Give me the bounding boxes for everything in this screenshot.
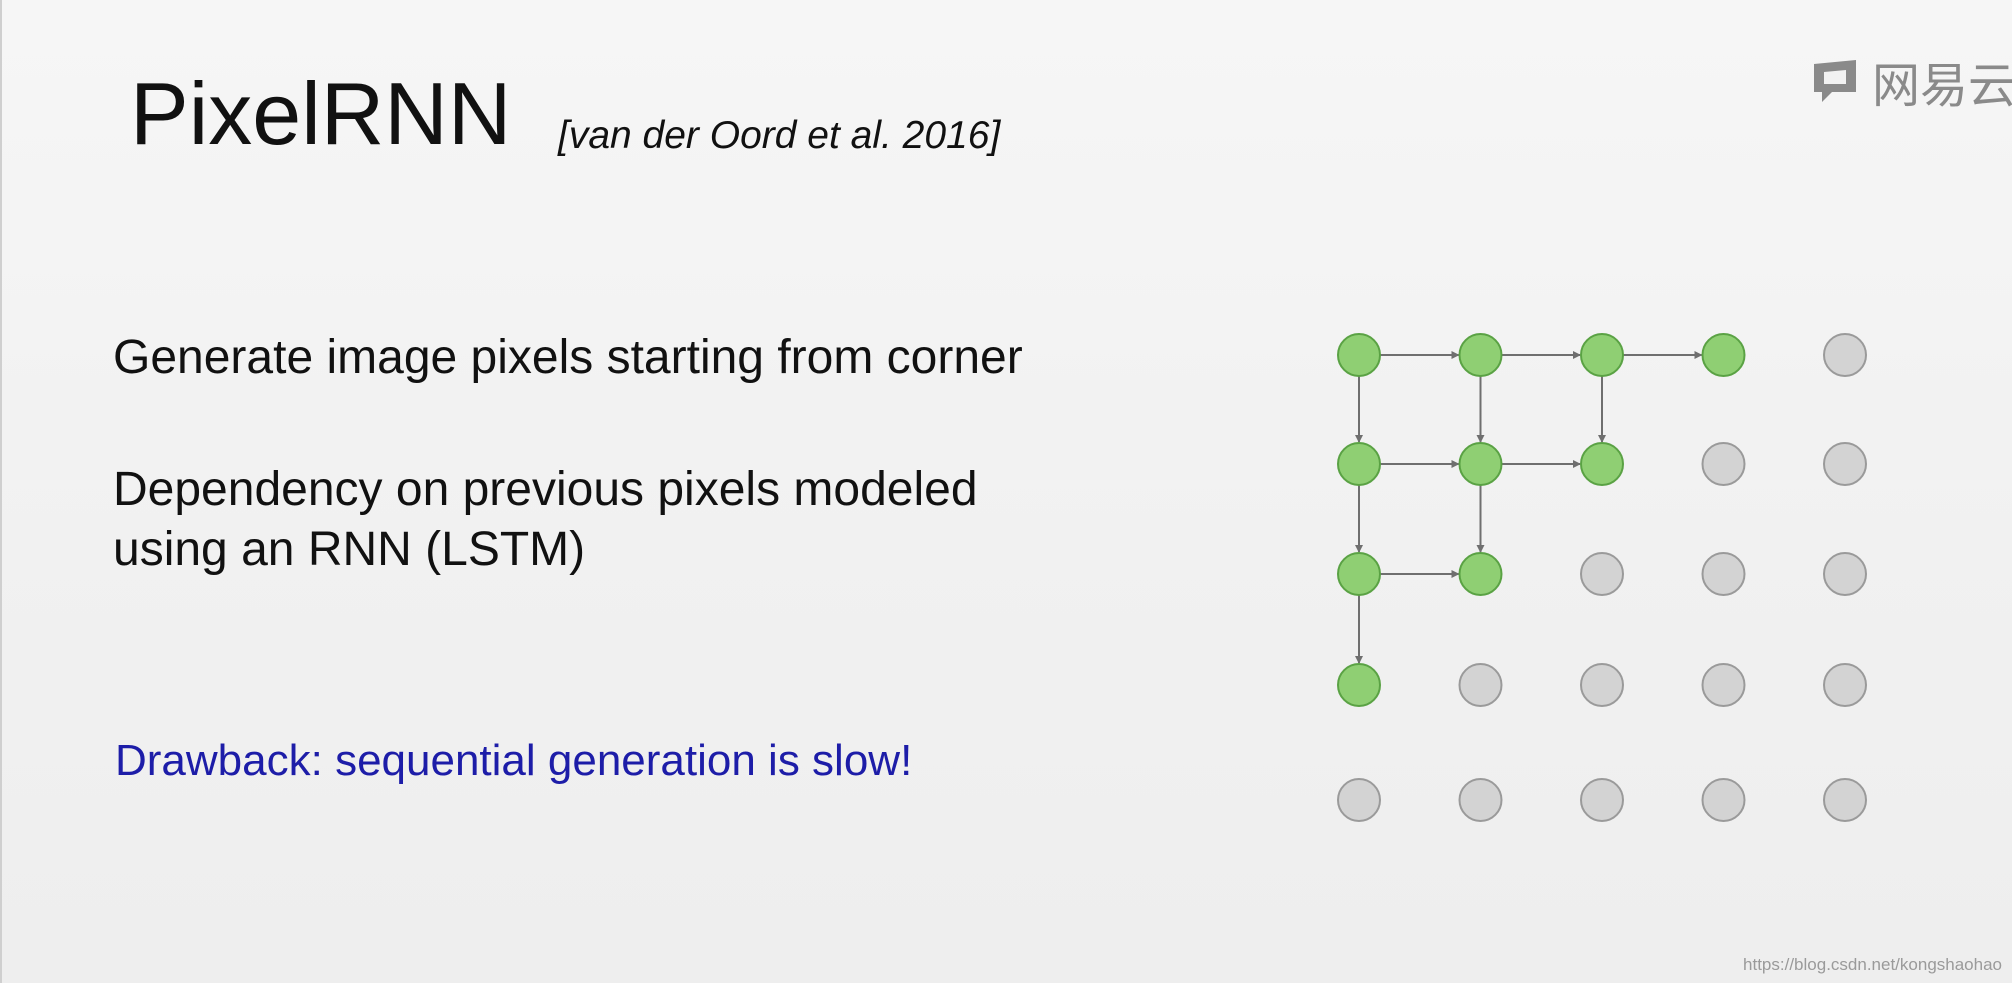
watermark: 网易云 [1810, 53, 2012, 109]
generated-pixel [1458, 442, 1503, 486]
pending-pixel [1823, 663, 1867, 707]
pending-pixel [1701, 552, 1746, 596]
pending-pixel [1458, 663, 1503, 707]
pending-pixel [1580, 552, 1624, 596]
bullet-dependency: Dependency on previous pixels modeled us… [113, 460, 978, 580]
generated-pixel [1337, 442, 1381, 486]
pending-pixel [1337, 778, 1381, 822]
slide-title: PixelRNN [130, 64, 512, 163]
generated-pixel [1458, 333, 1503, 377]
generated-pixel [1337, 663, 1381, 707]
chat-bubble-icon [1814, 60, 1856, 102]
watermark-text: 网易云 [1872, 58, 2012, 109]
pending-pixel [1701, 442, 1746, 486]
drawback-note: Drawback: sequential generation is slow! [115, 736, 913, 785]
generated-pixel [1458, 552, 1503, 596]
citation: [van der Oord et al. 2016] [558, 114, 1001, 157]
generated-pixel [1701, 333, 1746, 377]
generated-pixel [1580, 442, 1624, 486]
pending-pixel [1458, 778, 1503, 822]
pending-pixel [1701, 663, 1746, 707]
pending-pixel [1580, 663, 1624, 707]
source-credit: https://blog.csdn.net/kongshaohao [1743, 955, 2002, 974]
generated-pixel [1337, 552, 1381, 596]
pending-pixel [1823, 552, 1867, 596]
bullet-dependency-line-2: using an RNN (LSTM) [113, 523, 586, 576]
pending-pixel [1701, 778, 1746, 822]
generated-pixel [1580, 333, 1624, 377]
pending-pixel [1823, 333, 1867, 377]
pending-pixel [1823, 778, 1867, 822]
bullet-generate-pixels: Generate image pixels starting from corn… [113, 331, 1023, 384]
bullet-dependency-line-1: Dependency on previous pixels modeled [113, 463, 978, 516]
pending-pixel [1823, 442, 1867, 486]
pending-pixel [1580, 778, 1624, 822]
generated-pixel [1337, 333, 1381, 377]
